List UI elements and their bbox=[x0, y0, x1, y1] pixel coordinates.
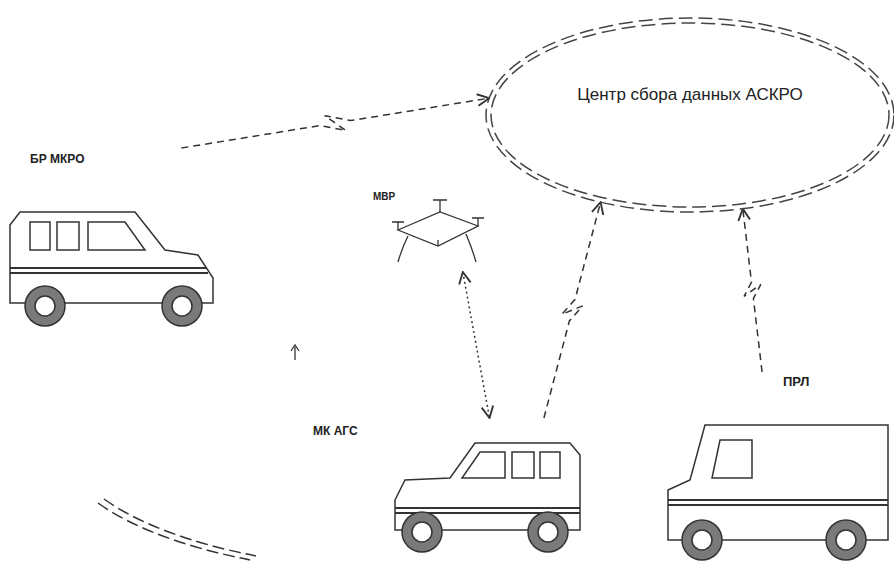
outer-region-arc bbox=[98, 499, 256, 560]
vehicle-node: МК АГС bbox=[310, 418, 582, 554]
data-link bbox=[463, 272, 490, 418]
small-arrow bbox=[291, 345, 299, 360]
vehicle-label: ПРЛ bbox=[783, 374, 809, 389]
center-title: Центр сбора данных АСКРО bbox=[577, 85, 803, 105]
vehicle-car bbox=[10, 212, 213, 326]
vehicle-label: БР МКРО bbox=[30, 152, 84, 166]
ellipse-line bbox=[486, 18, 894, 212]
radio-link bbox=[743, 209, 762, 372]
ellipse-outline bbox=[484, 16, 894, 214]
data-center-ellipse: Центр сбора данных АСКРО bbox=[484, 16, 894, 214]
vehicle-label: МК АГС bbox=[313, 424, 358, 438]
vehicle-node: ПРЛ bbox=[668, 372, 892, 558]
vehicle-van bbox=[668, 425, 888, 560]
ellipse-line bbox=[491, 23, 889, 207]
vehicle-node: БР МКРО bbox=[0, 148, 216, 330]
drone-node: МВР bbox=[370, 188, 486, 272]
vehicle-car bbox=[395, 443, 580, 552]
drone bbox=[392, 200, 484, 262]
radio-link bbox=[181, 98, 489, 148]
radio-link bbox=[544, 202, 601, 418]
vehicle-label: МВР bbox=[373, 191, 395, 202]
